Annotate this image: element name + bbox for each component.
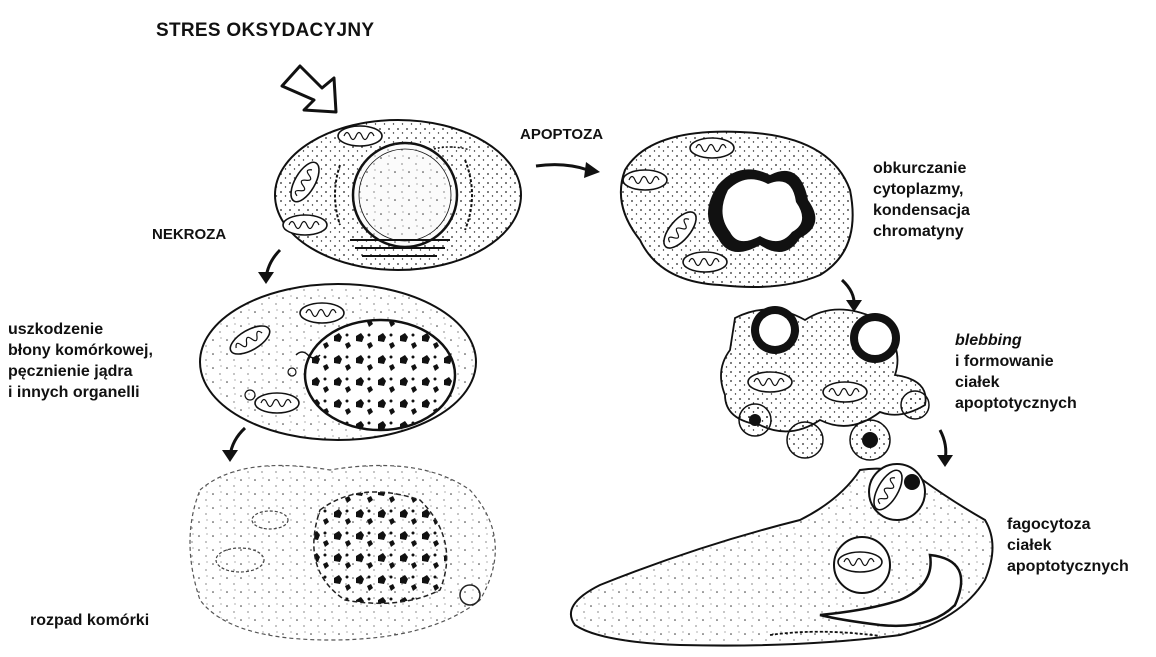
apoptosis-arrow bbox=[536, 165, 588, 170]
swelling-line-3: pęcznienie jądra bbox=[8, 361, 153, 382]
phagocytosis-line-3: apoptotycznych bbox=[1007, 556, 1129, 577]
shrinkage-line-3: kondensacja bbox=[873, 200, 970, 221]
shrinkage-line-2: cytoplazmy, bbox=[873, 179, 970, 200]
shrinkage-line-4: chromatyny bbox=[873, 221, 970, 242]
lysed-cell bbox=[190, 466, 495, 641]
necrosis-label: NEKROZA bbox=[152, 224, 226, 245]
swelling-line-2: błony komórkowej, bbox=[8, 340, 153, 361]
swelling-line-4: i innych organelli bbox=[8, 382, 153, 403]
phagocyte bbox=[571, 464, 993, 646]
apoptosis-label: APOPTOZA bbox=[520, 124, 603, 145]
shrinkage-line-1: obkurczanie bbox=[873, 158, 970, 179]
blebbing-term: blebbing bbox=[955, 330, 1077, 351]
swelling-caption: uszkodzenie błony komórkowej, pęcznienie… bbox=[8, 319, 153, 403]
blebbing-line-4: apoptotycznych bbox=[955, 393, 1077, 414]
normal-cell bbox=[275, 120, 521, 270]
title: STRES OKSYDACYJNY bbox=[156, 20, 374, 41]
blebbing-cell bbox=[721, 306, 929, 460]
shrunken-cell bbox=[621, 132, 853, 287]
shrinkage-caption: obkurczanie cytoplazmy, kondensacja chro… bbox=[873, 158, 970, 242]
lysis-caption: rozpad komórki bbox=[30, 610, 149, 631]
stress-arrow bbox=[282, 66, 336, 112]
phagocytosis-line-1: fagocytoza bbox=[1007, 514, 1129, 535]
phagocytosis-caption: fagocytoza ciałek apoptotycznych bbox=[1007, 514, 1129, 577]
swollen-cell bbox=[200, 284, 476, 440]
blebbing-line-2: i formowanie bbox=[955, 351, 1077, 372]
phagocytosis-line-2: ciałek bbox=[1007, 535, 1129, 556]
blebbing-line-3: ciałek bbox=[955, 372, 1077, 393]
blebbing-caption: blebbing i formowanie ciałek apoptotyczn… bbox=[955, 330, 1077, 414]
swelling-line-1: uszkodzenie bbox=[8, 319, 153, 340]
